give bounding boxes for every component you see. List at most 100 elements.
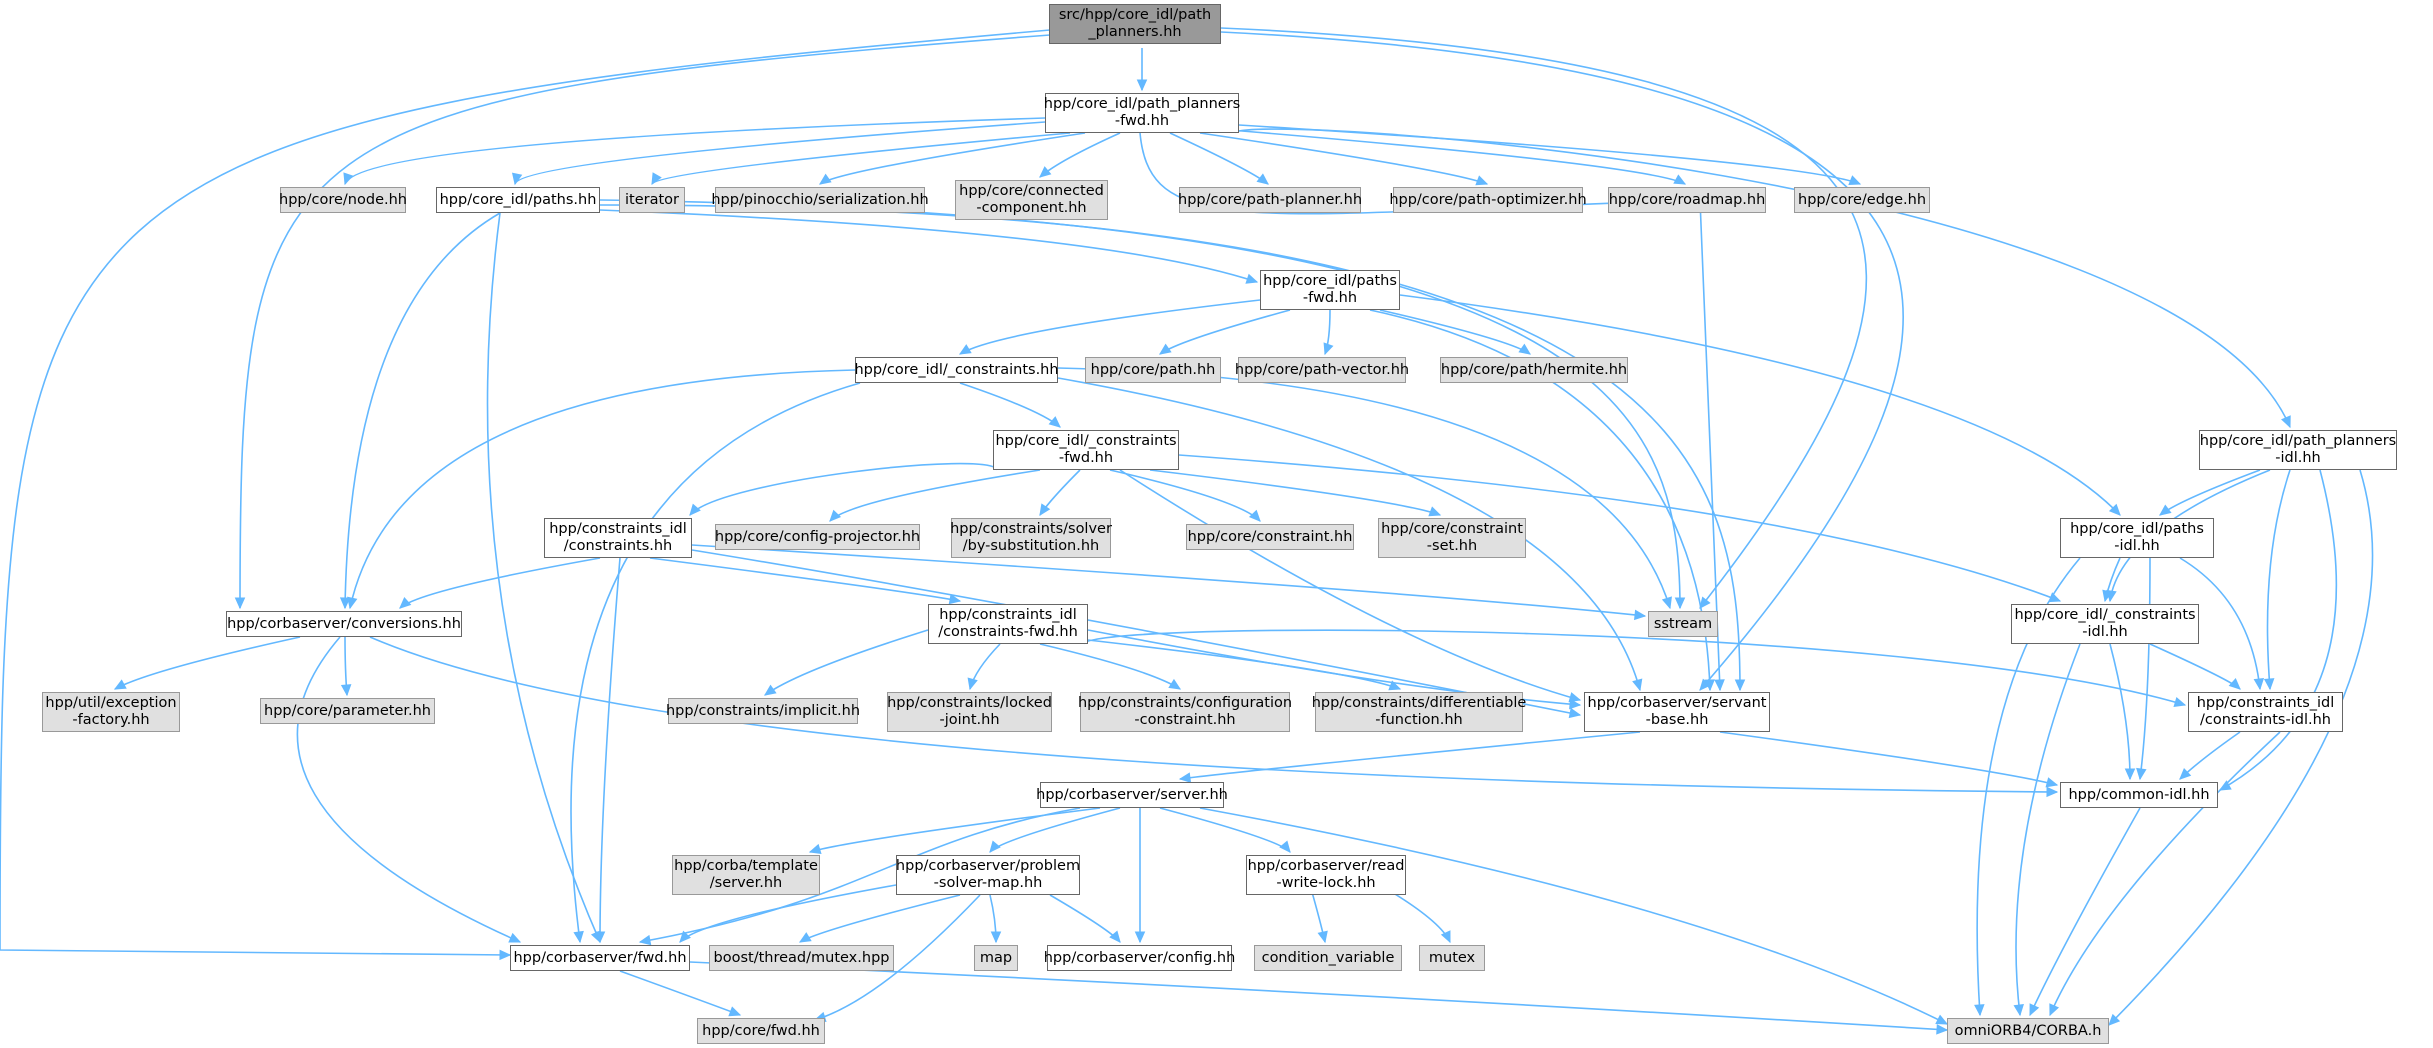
node-uconstridl[interactable]: hpp/core_idl/_constraints -idl.hh <box>2011 604 2199 644</box>
arrowhead-servant-to-commonidl <box>2045 777 2059 788</box>
arrowhead-rwlock-to-mutex <box>1440 930 1451 944</box>
edge-cidlfwd-to-cfgconstr <box>1039 643 1181 690</box>
node-ppfwd[interactable]: hpp/core_idl/path_planners -fwd.hh <box>1044 93 1240 133</box>
arrowhead-uconstr-to-uconstrfwd <box>1048 416 1061 428</box>
edge-cidlconstr-to-cidlfwd <box>649 557 961 602</box>
node-cidlfwd[interactable]: hpp/constraints_idl /constraints-fwd.hh <box>928 604 1088 644</box>
arrowhead-ppfwd-to-iterator <box>651 172 662 186</box>
arrowhead-ppfwd-to-edge <box>1848 175 1862 185</box>
edge-cidlidl-to-commonidl <box>2179 731 2241 780</box>
node-cidlconstr[interactable]: hpp/constraints_idl /constraints.hh <box>544 518 692 558</box>
arrowhead-paths-to-conv <box>339 597 351 610</box>
edge-uconstr-to-sstream <box>1057 367 1671 609</box>
arrowhead-uconstrfwd-to-cidlconstr <box>689 503 701 516</box>
arrowhead-pathsfwd-to-pathsidl <box>2108 503 2121 516</box>
edge-uconstrfwd-to-uconstridl <box>1178 454 2061 602</box>
arrowhead-uconstrfwd-to-coreconstr <box>1248 509 1261 522</box>
arrowhead-ppfwd-to-servant <box>1714 679 1725 692</box>
arrowhead-pathsidl-to-uconstridl <box>2102 589 2113 603</box>
edge-commonidl-to-corba <box>2029 807 2141 1016</box>
edge-paths-to-fwd <box>486 212 601 943</box>
edge-pathsidl-to-corba <box>1976 557 2081 1016</box>
edge-uconstrfwd-to-constrset <box>1149 469 1441 516</box>
node-node: hpp/core/node.hh <box>279 187 407 213</box>
arrowhead-server-to-fwd <box>638 934 652 946</box>
arrowhead-paths-to-sstream <box>1674 597 1686 610</box>
arrowhead-cidlconstr-to-servant <box>1568 707 1582 719</box>
edge-server-to-tmplserver <box>809 807 1101 853</box>
node-server[interactable]: hpp/corbaserver/server.hh <box>1036 782 1228 808</box>
arrowhead-root-to-conv <box>234 597 246 610</box>
arrowhead-pathsidl-to-corba <box>1974 1004 1985 1017</box>
node-cfgconstr: hpp/constraints/configuration -constrain… <box>1078 692 1292 732</box>
arrowhead-conv-to-fwd <box>508 932 522 943</box>
edge-ppidl-to-pathsidl <box>2159 469 2261 516</box>
edge-servant-to-commonidl <box>1719 731 2058 786</box>
arrowhead-ppfwd-to-node <box>343 172 354 186</box>
node-corefwd: hpp/core/fwd.hh <box>697 1018 825 1044</box>
edge-cidlfwd-to-servant <box>1087 629 1581 706</box>
node-pplanner: hpp/core/path-planner.hh <box>1178 187 1362 213</box>
node-rwlock[interactable]: hpp/corbaserver/read -write-lock.hh <box>1246 855 1406 895</box>
node-root: src/hpp/core_idl/path _planners.hh <box>1049 4 1221 44</box>
edge-pathsidl-to-commonidl <box>2139 557 2151 780</box>
node-pinser: hpp/pinocchio/serialization.hh <box>711 187 929 213</box>
node-difffn: hpp/constraints/differentiable -function… <box>1312 692 1526 732</box>
node-condvar: condition_variable <box>1254 945 1402 971</box>
arrowhead-server-to-psmap <box>989 840 1001 853</box>
arrowhead-ppidl-to-cidlidl <box>2263 678 2275 691</box>
arrowhead-psmap-to-mutexhpp <box>798 932 812 943</box>
node-cidlidl[interactable]: hpp/constraints_idl /constraints-idl.hh <box>2188 692 2343 732</box>
edge-ppfwd-to-pinser <box>819 132 1086 185</box>
arrowhead-ppfwd-to-pinser <box>819 173 832 185</box>
edge-cidlidl-to-corba <box>2049 731 2281 1016</box>
edge-conv-to-excf <box>114 636 301 690</box>
arrowhead-ppfwd-to-pplanner <box>1256 173 1269 185</box>
arrowhead-psmap-to-config <box>1109 930 1121 943</box>
edge-paths-to-conv <box>344 212 501 609</box>
node-pathsidl[interactable]: hpp/core_idl/paths -idl.hh <box>2060 518 2214 558</box>
arrowhead-root-to-sstream <box>1699 596 1711 609</box>
arrowhead-rwlock-to-condvar <box>1317 930 1328 944</box>
node-conncomp: hpp/core/connected -component.hh <box>955 180 1108 220</box>
arrowhead-paths-to-pathsfwd <box>1245 273 1259 284</box>
edge-conv-to-fwd <box>296 636 521 943</box>
node-servant[interactable]: hpp/corbaserver/servant -base.hh <box>1584 692 1770 732</box>
node-excf: hpp/util/exception -factory.hh <box>42 692 180 732</box>
edge-ppfwd-to-node <box>344 117 1046 185</box>
node-paths[interactable]: hpp/core_idl/paths.hh <box>436 187 600 213</box>
node-uconstrfwd[interactable]: hpp/core_idl/_constraints -fwd.hh <box>993 430 1179 470</box>
node-pathsfwd[interactable]: hpp/core_idl/paths -fwd.hh <box>1260 270 1400 310</box>
arrowhead-conv-to-param <box>340 684 352 697</box>
arrowhead-commonidl-to-corba <box>2029 1003 2040 1017</box>
arrowhead-cidlidl-to-corba <box>2049 1003 2060 1017</box>
arrowhead-ppfwd-to-conncomp <box>1039 166 1052 178</box>
node-poptim: hpp/core/path-optimizer.hh <box>1389 187 1587 213</box>
node-sstream: sstream <box>1648 611 1718 637</box>
arrowhead-server-to-rwlock <box>1279 840 1291 853</box>
arrowhead-uconstrfwd-to-cfgproj <box>829 509 842 522</box>
arrowhead-fwd-to-corba <box>1936 1024 1949 1035</box>
node-psmap[interactable]: hpp/corbaserver/problem -solver-map.hh <box>896 855 1080 895</box>
node-fwd[interactable]: hpp/corbaserver/fwd.hh <box>510 945 690 971</box>
edge-conv-to-commonidl <box>369 636 2058 793</box>
node-uconstr[interactable]: hpp/core_idl/_constraints.hh <box>854 357 1059 383</box>
node-commonidl[interactable]: hpp/common-idl.hh <box>2060 782 2218 808</box>
edge-root-to-conv <box>239 34 1051 609</box>
edge-server-to-fwd <box>639 807 1081 943</box>
node-conv[interactable]: hpp/corbaserver/conversions.hh <box>226 611 462 637</box>
node-config[interactable]: hpp/corbaserver/config.hh <box>1044 945 1235 971</box>
arrowhead-uconstridl-to-commonidl <box>2124 768 2136 781</box>
edge-cidlfwd-to-difffn <box>1087 639 1401 690</box>
edge-root-to-sstream <box>1220 27 1868 609</box>
arrowhead-pathsfwd-to-pathvec <box>1323 342 1334 356</box>
arrowhead-pathsfwd-to-servant <box>1704 679 1715 692</box>
node-path: hpp/core/path.hh <box>1085 357 1221 383</box>
node-constrset: hpp/core/constraint -set.hh <box>1378 518 1526 558</box>
arrowhead-cidlfwd-to-servant <box>1569 698 1582 710</box>
node-ppidl[interactable]: hpp/core_idl/path_planners -idl.hh <box>2199 430 2397 470</box>
arrowhead-root-to-ppfwd <box>1136 79 1148 92</box>
node-hermite: hpp/core/path/hermite.hh <box>1440 357 1628 383</box>
edge-fwd-to-corefwd <box>619 970 741 1016</box>
